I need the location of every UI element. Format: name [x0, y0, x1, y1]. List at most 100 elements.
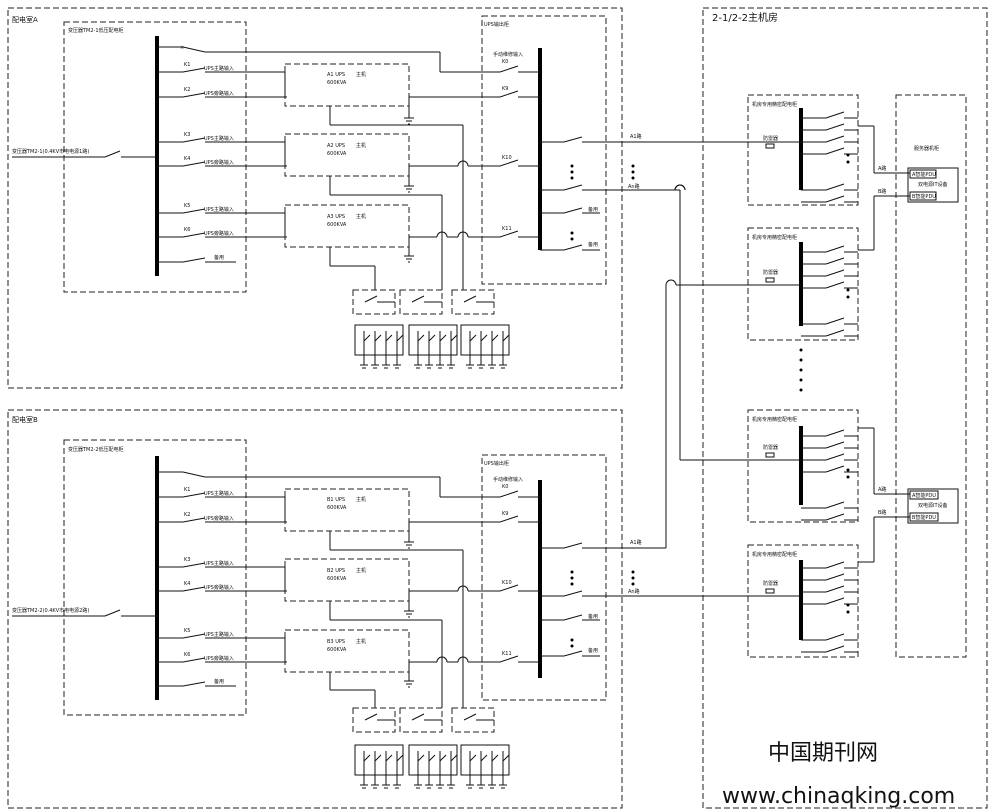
- cabinet-ellipsis: [799, 348, 803, 392]
- svg-text:K2: K2: [184, 512, 190, 518]
- ups-out-panel-b: [481, 454, 607, 701]
- svg-text:A1路: A1路: [630, 133, 642, 140]
- ups-out-b-title: UPS输出柜: [484, 460, 509, 467]
- svg-text:备用: 备用: [588, 206, 598, 213]
- svg-text:K9: K9: [502, 511, 508, 517]
- cabinet-feeder-switch: [825, 429, 845, 437]
- cabinet-feeder-switch: [825, 597, 845, 605]
- ellipsis-dot: [846, 468, 850, 472]
- svg-text:B智能PDU: B智能PDU: [912, 193, 936, 200]
- svg-text:主机: 主机: [356, 213, 366, 220]
- svg-text:机房专用精密配电柜: 机房专用精密配电柜: [752, 416, 797, 423]
- svg-text:UPS主路输入: UPS主路输入: [204, 206, 234, 213]
- svg-text:A路: A路: [878, 165, 886, 172]
- ups-a1: A1 UPS 主机 600KVA: [284, 63, 482, 290]
- svg-text:机房专用精密配电柜: 机房专用精密配电柜: [752, 101, 797, 108]
- bypass-boxes-b: [352, 707, 510, 776]
- cabinet-feeder-switch: [825, 135, 845, 143]
- ups-a2: A2 UPS 主机 600KVA: [284, 133, 482, 290]
- cabinet-feeder-switch: [825, 465, 845, 473]
- source-a-label: 变压器TM2-1(0.4KV市电电源1路): [12, 148, 89, 155]
- room-b-frame: [7, 409, 623, 809]
- cabinet-feeder-switch: [825, 111, 845, 119]
- svg-text:主机: 主机: [356, 496, 366, 503]
- feeder-b-k3: K3 UPS主路输入: [157, 557, 285, 568]
- svg-text:手动维修输入: 手动维修输入: [493, 476, 523, 483]
- ups-b2: B2 UPS 主机 600KVA: [284, 558, 482, 708]
- cabinet-feeder-switch: [825, 245, 845, 253]
- dist-cabinet-1: 机房专用精密配电柜 防雷器: [747, 94, 859, 206]
- feeder-b-k4: K4 UPS旁路输入: [157, 581, 287, 592]
- svg-text:B3 UPS: B3 UPS: [327, 639, 345, 645]
- cabinet-feeder-switch: [825, 561, 845, 569]
- feeder-a-k1: K1 UPS主路输入: [157, 62, 285, 73]
- svg-text:机房专用精密配电柜: 机房专用精密配电柜: [752, 234, 797, 241]
- svg-text:机房专用精密配电柜: 机房专用精密配电柜: [752, 551, 797, 558]
- feeder-b-spare-top: [157, 471, 236, 478]
- battery-switch: [502, 754, 510, 762]
- svg-text:防雷器: 防雷器: [763, 444, 778, 451]
- battery-switch: [502, 334, 510, 342]
- battery-switch: [491, 334, 499, 342]
- svg-text:K11: K11: [502, 651, 512, 657]
- battery-switch: [439, 334, 447, 342]
- svg-text:手动维修输入: 手动维修输入: [493, 51, 523, 58]
- svg-text:A智能PDU: A智能PDU: [912, 171, 936, 178]
- cabinet-feeder-switch: [825, 513, 845, 521]
- svg-text:600KVA: 600KVA: [327, 80, 347, 86]
- svg-text:B智能PDU: B智能PDU: [912, 514, 936, 521]
- svg-text:K3: K3: [184, 557, 190, 563]
- svg-text:K9: K9: [502, 86, 508, 92]
- battery-switch: [385, 754, 393, 762]
- svg-text:K10: K10: [502, 155, 512, 161]
- out-switches-b: 手动维修输入 K0 K9 K10 K11: [482, 476, 540, 663]
- cabinet-feeders: [748, 111, 858, 653]
- svg-text:K10: K10: [502, 580, 512, 586]
- svg-text:B1 UPS: B1 UPS: [327, 497, 345, 503]
- svg-text:K4: K4: [184, 581, 190, 587]
- cabinet-feeder-switch: [825, 183, 845, 191]
- cabinet-feeder-switch: [825, 195, 845, 203]
- svg-text:主机: 主机: [356, 638, 366, 645]
- svg-text:UPS主路输入: UPS主路输入: [204, 560, 234, 567]
- cabinet-feeder-switch: [825, 317, 845, 325]
- lv-panel-b: [63, 439, 247, 716]
- svg-text:主机: 主机: [356, 142, 366, 149]
- ellipsis-dot: [846, 475, 850, 479]
- svg-text:双电源IT设备: 双电源IT设备: [918, 502, 948, 509]
- dist-cabinet-2: 机房专用精密配电柜 防雷器: [747, 227, 859, 341]
- ups-a3: A3 UPS 主机 600KVA: [284, 204, 482, 290]
- feeder-b-k2: K2 UPS旁路输入: [157, 512, 287, 523]
- ups-out-panel-a: [481, 15, 607, 285]
- feeder-a-spare-bottom: 备用: [157, 254, 236, 263]
- feeder-b-k6: K6 UPS旁路输入: [157, 652, 287, 663]
- svg-text:K6: K6: [184, 652, 190, 658]
- cabinet-feeder-switch: [825, 453, 845, 461]
- feeder-b-k1: K1 UPS主路输入: [157, 487, 285, 498]
- svg-text:UPS旁路输入: UPS旁路输入: [204, 159, 234, 166]
- svg-text:防雷器: 防雷器: [763, 135, 778, 142]
- ellipsis-dot: [846, 153, 850, 157]
- feeder-a-k4: K4 UPS旁路输入: [157, 156, 287, 167]
- cabinet-feeder-switch: [825, 123, 845, 131]
- cabinet-feeder-switch: [825, 645, 845, 653]
- svg-text:防雷器: 防雷器: [763, 580, 778, 587]
- cabinet-feeder-switch: [825, 329, 845, 337]
- svg-text:K11: K11: [502, 226, 512, 232]
- it-cabinet: 服务器机柜 A智能PDU 双电源IT设备 B智能PDU A智能PDU 双电源IT…: [895, 94, 967, 658]
- svg-text:UPS旁路输入: UPS旁路输入: [204, 90, 234, 97]
- svg-text:B路: B路: [878, 188, 886, 195]
- svg-text:K6: K6: [184, 227, 190, 233]
- battery-switch: [417, 334, 425, 342]
- cabinet-feeder-switch: [825, 147, 845, 155]
- svg-text:UPS旁路输入: UPS旁路输入: [204, 655, 234, 662]
- svg-text:A1 UPS: A1 UPS: [327, 72, 345, 78]
- svg-text:K0: K0: [502, 59, 508, 65]
- svg-text:B2 UPS: B2 UPS: [327, 568, 345, 574]
- watermark-cn: 中国期刊网: [768, 741, 878, 766]
- svg-text:备用: 备用: [214, 678, 224, 685]
- section-b: 变压器TM2-2低压配电柜 变压器TM2-2(0.4KV市电电源2路) K1 U…: [12, 439, 748, 789]
- svg-text:A3 UPS: A3 UPS: [327, 214, 345, 220]
- battery-switch: [439, 754, 447, 762]
- ellipsis-dot: [846, 160, 850, 164]
